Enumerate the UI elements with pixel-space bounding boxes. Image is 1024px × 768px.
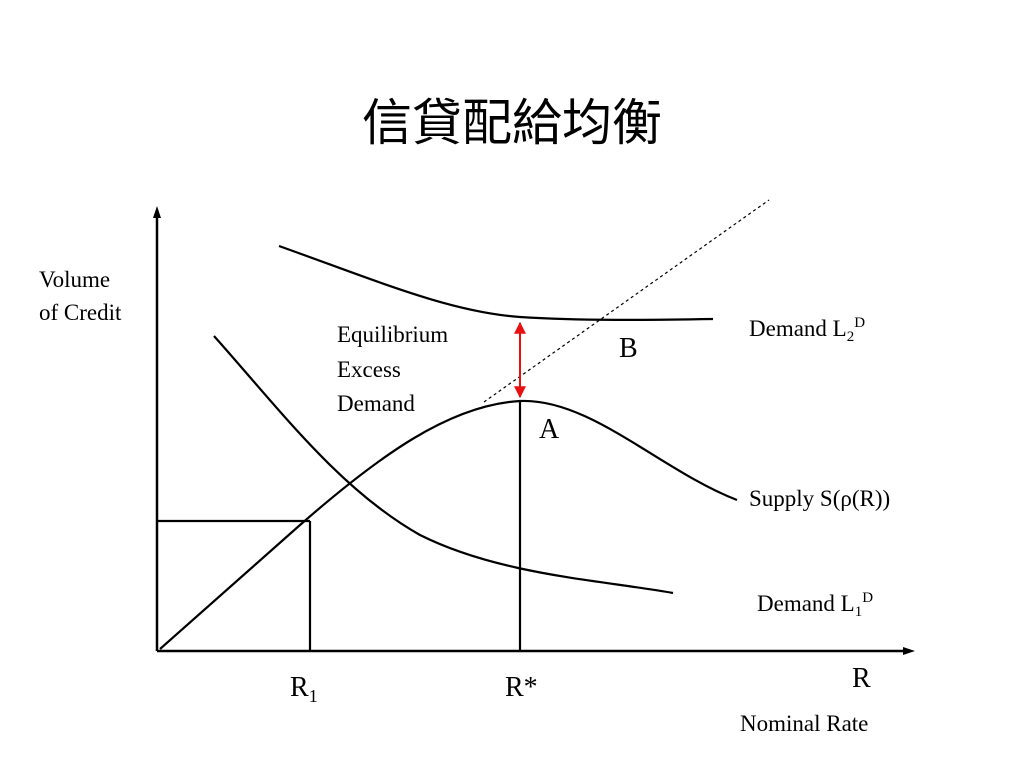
excess-demand-label-line2: Excess xyxy=(337,357,401,382)
point-b-label: B xyxy=(619,333,638,364)
x-axis-arrowhead xyxy=(903,647,915,655)
demand-l2-curve xyxy=(278,244,714,321)
demand-l2-label-superscript: D xyxy=(854,315,866,331)
x-axis-symbol: R xyxy=(852,663,871,694)
demand-l2-label-base: Demand L xyxy=(749,316,847,341)
demand-l1-label-subscript: 1 xyxy=(854,604,863,620)
demand-l1-curve xyxy=(213,335,674,595)
y-axis-label-line2: of Credit xyxy=(39,300,122,325)
excess-demand-label-line3: Demand xyxy=(337,391,415,416)
demand-l1-label-superscript: D xyxy=(862,590,874,606)
demand-l2-label-subscript: 2 xyxy=(846,329,855,345)
r1-tick-label-subscript: 1 xyxy=(308,686,318,706)
supply-curve xyxy=(159,399,738,650)
excess-demand-label-line1: Equilibrium xyxy=(337,322,449,347)
supply-label: Supply S(ρ(R)) xyxy=(749,486,891,511)
y-axis-arrowhead xyxy=(153,206,161,218)
demand-l1-label: Demand L1D xyxy=(757,589,873,621)
y-axis-label-line1: Volume xyxy=(39,267,111,292)
demand-l2-label: Demand L2D xyxy=(749,314,865,346)
demand-l1-label-base: Demand L xyxy=(757,591,855,616)
r1-tick-label-base: R xyxy=(290,672,309,703)
point-a-label: A xyxy=(539,414,560,445)
r-star-tick-label: R* xyxy=(505,672,538,703)
x-axis-label: Nominal Rate xyxy=(740,711,869,736)
dotted-supply-extension xyxy=(483,199,770,403)
r1-tick-label: R1 xyxy=(290,671,318,708)
slide-title: 信貸配給均衡 xyxy=(362,94,662,152)
